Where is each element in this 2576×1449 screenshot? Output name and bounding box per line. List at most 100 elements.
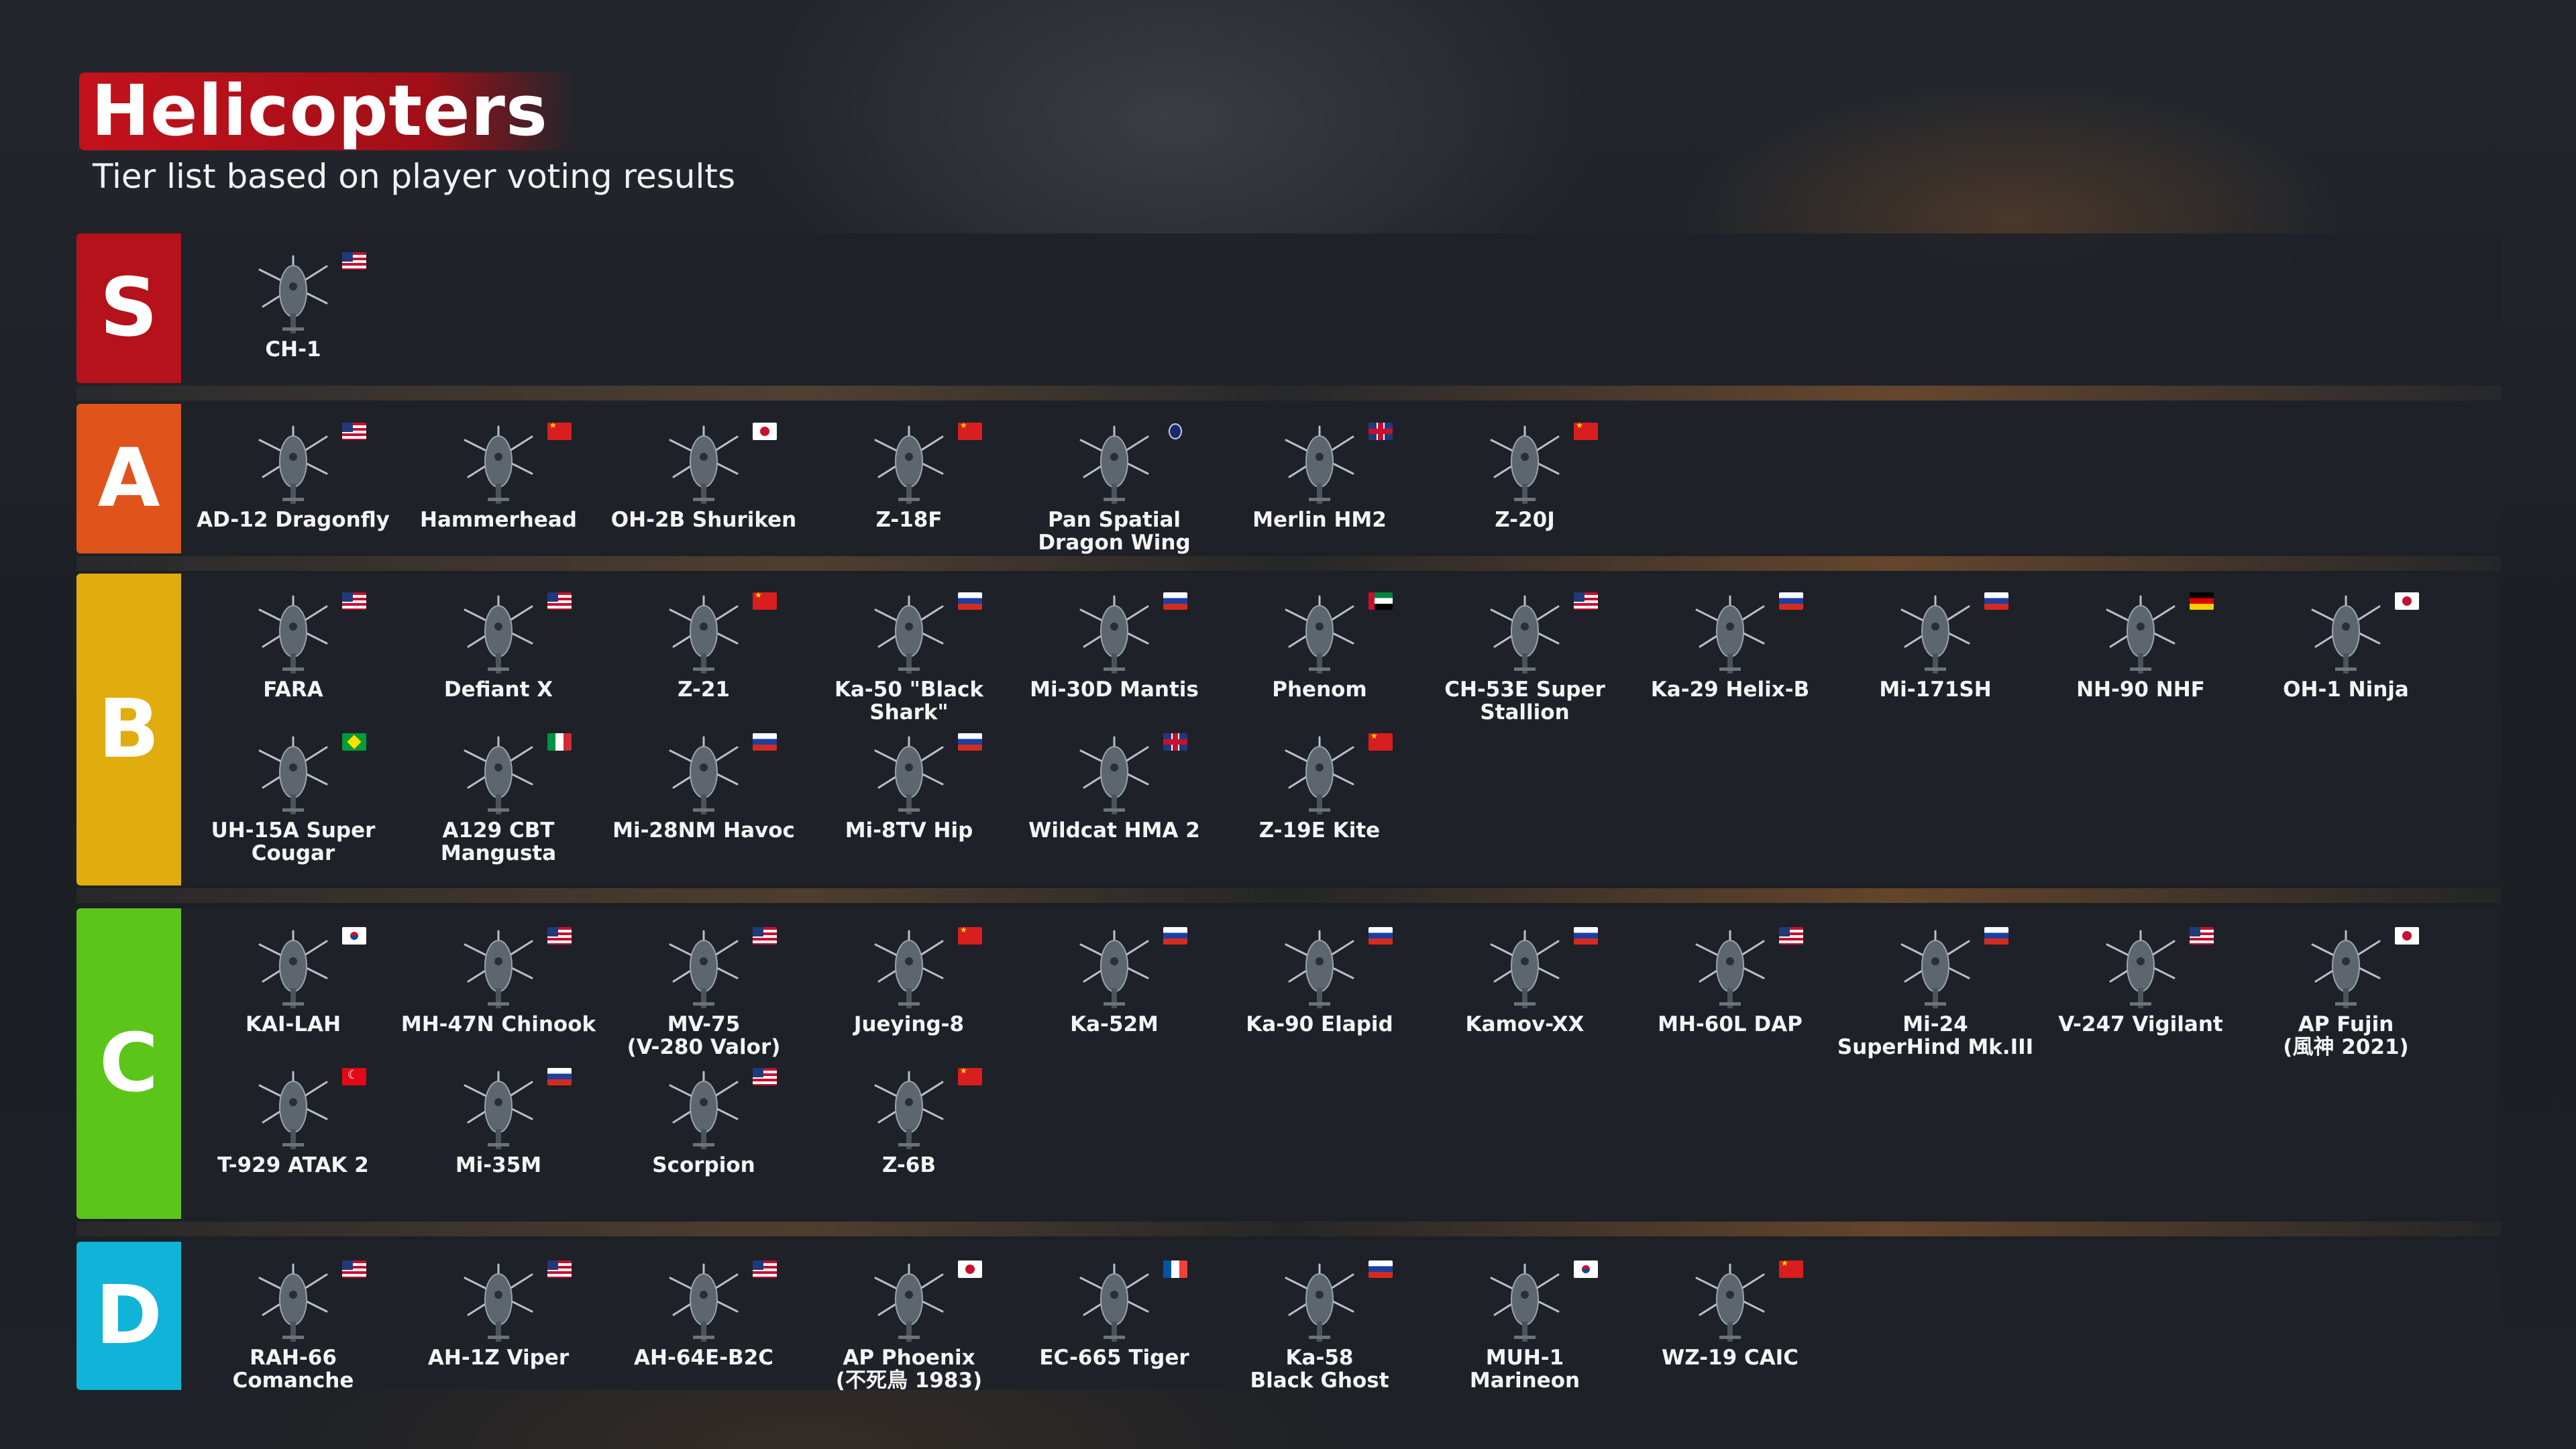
helicopter-name: Mi-28NM Havoc — [612, 818, 795, 843]
helicopter-name: EC-665 Tiger — [1039, 1346, 1189, 1370]
flag-kr-icon — [342, 927, 366, 945]
page-subtitle: Tier list based on player voting results — [93, 157, 736, 196]
tier-divider — [76, 386, 2501, 400]
flag-us-icon — [342, 592, 366, 610]
helicopter-card: Z-21 — [601, 583, 806, 724]
helicopter-icon — [438, 924, 559, 1012]
helicopter-name: Z-19E Kite — [1258, 818, 1381, 843]
helicopter-name: MUH-1 Marineon — [1469, 1346, 1580, 1393]
helicopter-card: AP Fujin (風神 2021) — [2243, 918, 2449, 1059]
helicopter-card: CH-53E Super Stallion — [1422, 583, 1627, 724]
helicopter-card: Kamov-XX — [1422, 918, 1627, 1059]
helicopter-name: Mi-8TV Hip — [845, 818, 973, 843]
flag-us-icon — [753, 1260, 777, 1278]
helicopter-card: Z-6B — [806, 1059, 1012, 1199]
helicopter-card: Pan Spatial Dragon Wing — [1012, 413, 1217, 554]
helicopter-card: AD-12 Dragonfly — [191, 413, 396, 554]
helicopter-card: Z-20J — [1422, 413, 1627, 554]
helicopter-name: OH-2B Shuriken — [610, 508, 797, 532]
flag-de-icon — [2190, 592, 2214, 610]
helicopter-name: Ka-50 "Black Shark" — [834, 678, 984, 724]
helicopter-card: RAH-66 Comanche — [191, 1251, 396, 1392]
helicopter-name: Ka-52M — [1070, 1012, 1159, 1036]
helicopter-icon — [1875, 924, 1996, 1012]
helicopter-name: AP Fujin (風神 2021) — [2283, 1012, 2409, 1059]
helicopter-card: Z-18F — [806, 413, 1012, 554]
flag-it-icon — [547, 733, 572, 751]
helicopter-name: Merlin HM2 — [1252, 508, 1387, 532]
helicopter-icon — [438, 1065, 559, 1152]
helicopter-card: NH-90 NHF — [2038, 583, 2243, 724]
helicopter-icon — [643, 924, 764, 1012]
flag-ru-icon — [1779, 592, 1803, 610]
helicopter-name: Phenom — [1272, 678, 1367, 702]
flag-ru-icon — [1163, 927, 1187, 945]
flag-cn-icon — [958, 927, 982, 945]
tier-items: CH-1 — [191, 243, 2481, 384]
flag-cn-icon — [958, 1068, 982, 1085]
helicopter-icon — [849, 1258, 969, 1345]
helicopter-card: Scorpion — [601, 1059, 806, 1199]
helicopter-card: Jueying-8 — [806, 918, 1012, 1059]
tier-divider — [76, 1222, 2501, 1236]
helicopter-name: V-247 Vigilant — [2058, 1012, 2223, 1036]
flag-ru-icon — [1368, 1260, 1393, 1278]
flag-ru-icon — [1984, 927, 2008, 945]
flag-us-icon — [547, 927, 572, 945]
flag-us-icon — [547, 1260, 572, 1278]
helicopter-card: Z-19E Kite — [1217, 724, 1422, 865]
helicopter-icon — [1259, 924, 1380, 1012]
flag-jp-icon — [753, 423, 777, 440]
helicopter-name: Ka-29 Helix-B — [1650, 678, 1810, 702]
helicopter-name: NH-90 NHF — [2076, 678, 2205, 702]
flag-cn-icon — [1779, 1260, 1803, 1278]
helicopter-card: Mi-30D Mantis — [1012, 583, 1217, 724]
helicopter-icon — [233, 250, 354, 337]
flag-us-icon — [547, 592, 572, 610]
helicopter-icon — [643, 1258, 764, 1345]
flag-fr-icon — [1163, 1260, 1187, 1278]
helicopter-name: Z-20J — [1495, 508, 1555, 532]
helicopter-icon — [1259, 1258, 1380, 1345]
flag-jp-icon — [958, 1260, 982, 1278]
flag-ru-icon — [958, 733, 982, 751]
helicopter-icon — [1259, 420, 1380, 507]
helicopter-icon — [849, 731, 969, 818]
helicopter-name: WZ-19 CAIC — [1662, 1346, 1799, 1370]
helicopter-icon — [1464, 1258, 1585, 1345]
tier-letter: B — [76, 574, 181, 885]
helicopter-icon — [1670, 590, 1790, 677]
helicopter-icon — [1054, 1258, 1175, 1345]
flag-ru-icon — [1368, 927, 1393, 945]
flag-us-icon — [1574, 592, 1598, 610]
flag-us-icon — [1779, 927, 1803, 945]
helicopter-card: AH-64E-B2C — [601, 1251, 806, 1392]
flag-kr-icon — [1574, 1260, 1598, 1278]
helicopter-icon — [438, 590, 559, 677]
helicopter-icon — [233, 420, 354, 507]
tier-letter: D — [76, 1242, 181, 1390]
helicopter-card: WZ-19 CAIC — [1627, 1251, 1833, 1392]
helicopter-name: MV-75 (V-280 Valor) — [627, 1012, 781, 1059]
helicopter-card: Ka-52M — [1012, 918, 1217, 1059]
helicopter-icon — [643, 590, 764, 677]
helicopter-icon — [1054, 731, 1175, 818]
title-banner — [79, 72, 576, 150]
helicopter-icon — [233, 1065, 354, 1152]
helicopter-name: CH-53E Super Stallion — [1444, 678, 1605, 724]
helicopter-card: A129 CBT Mangusta — [396, 724, 601, 865]
helicopter-icon — [2286, 924, 2406, 1012]
helicopter-card: OH-2B Shuriken — [601, 413, 806, 554]
helicopter-card: Mi-24 SuperHind Mk.III — [1833, 918, 2038, 1059]
helicopter-card: V-247 Vigilant — [2038, 918, 2243, 1059]
tier-letter: A — [76, 404, 181, 553]
helicopter-name: Z-18F — [875, 508, 943, 532]
helicopter-card: MV-75 (V-280 Valor) — [601, 918, 806, 1059]
flag-us-icon — [753, 1068, 777, 1085]
helicopter-icon — [1875, 590, 1996, 677]
helicopter-icon — [849, 420, 969, 507]
helicopter-card: Mi-35M — [396, 1059, 601, 1199]
